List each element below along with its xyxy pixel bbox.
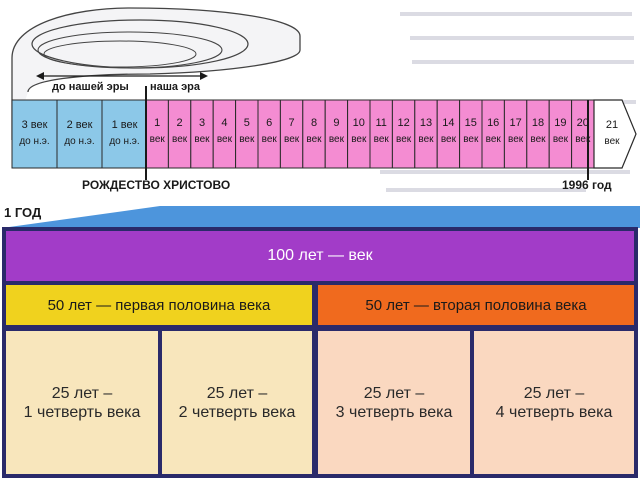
ad-century-number: 9 — [333, 117, 339, 129]
ad-century-number: 11 — [375, 117, 386, 129]
ad-century-word: век — [329, 134, 345, 145]
ad-century-number: 4 — [221, 117, 227, 129]
ad-century-number: 15 — [465, 117, 477, 129]
quarter-3-years: 25 лет – — [363, 384, 425, 402]
one-year-label: 1 ГОД — [4, 205, 42, 220]
era-ad-label: наша эра — [150, 81, 201, 93]
first-half-block: 50 лет — первая половина века — [6, 285, 312, 325]
future-century-arrow — [593, 99, 637, 169]
ad-century-word: век — [396, 134, 412, 145]
future-century-word: век — [604, 136, 620, 147]
ad-century-word: век — [463, 134, 479, 145]
ad-century-word: век — [194, 134, 210, 145]
ad-century-number: 13 — [420, 117, 432, 129]
ad-century-word: век — [575, 134, 591, 145]
bc-century-label: 1 век — [112, 119, 138, 131]
quarter-block-1: 25 лет –1 четверть века — [6, 331, 158, 474]
bc-century-sub: до н.э. — [109, 136, 139, 147]
ad-century-number: 8 — [311, 117, 317, 129]
quarter-4-label: 4 четверть века — [495, 403, 613, 421]
quarter-block-2: 25 лет –2 четверть века — [162, 331, 312, 474]
ad-century-word: век — [553, 134, 569, 145]
ad-century-number: 18 — [532, 117, 544, 129]
quarter-4-years: 25 лет – — [523, 384, 585, 402]
bc-century-cell — [101, 99, 148, 169]
ad-century-word: век — [486, 134, 502, 145]
bc-century-sub: до н.э. — [19, 136, 49, 147]
quarter-2-years: 25 лет – — [206, 384, 268, 402]
future-century-number: 21 — [606, 119, 618, 131]
ad-century-word: век — [374, 134, 390, 145]
bc-century-cell — [56, 99, 103, 169]
ad-century-number: 5 — [244, 117, 250, 129]
ad-century-number: 20 — [577, 117, 589, 129]
quarter-1-label: 1 четверть века — [23, 403, 141, 421]
quarter-3-label: 3 четверть века — [335, 403, 453, 421]
ad-century-word: век — [441, 134, 457, 145]
tape-roll — [11, 7, 301, 140]
ad-century-word: век — [351, 134, 367, 145]
era-bc-label: до нашей эры — [52, 81, 129, 93]
era-arrows — [36, 72, 208, 80]
century-block-label: 100 лет — век — [267, 247, 373, 264]
ad-century-number: 6 — [266, 117, 272, 129]
ad-century-number: 14 — [442, 117, 454, 129]
ad-century-word: век — [418, 134, 434, 145]
ad-century-number: 3 — [199, 117, 205, 129]
year-1996-label: 1996 год — [562, 178, 612, 192]
ad-century-word: век — [239, 134, 255, 145]
quarter-2-label: 2 четверть века — [178, 403, 296, 421]
ad-century-word: век — [150, 134, 166, 145]
ad-century-number: 19 — [554, 117, 566, 129]
ad-century-number: 1 — [154, 117, 160, 129]
ad-century-word: век — [508, 134, 524, 145]
century-block: 100 лет — век — [6, 231, 634, 281]
quarter-block-3: 25 лет –3 четверть века — [318, 331, 470, 474]
ad-century-word: век — [530, 134, 546, 145]
bc-century-cell — [11, 99, 58, 169]
ad-century-number: 2 — [177, 117, 183, 129]
quarter-1-years: 25 лет – — [51, 384, 113, 402]
century-breakdown: 100 лет — век 50 лет — первая половина в… — [2, 227, 638, 478]
nativity-label: РОЖДЕСТВО ХРИСТОВО — [82, 178, 230, 192]
tape-cells: 3 век до н.э. 2 век до н.э. 1 век до н.э. 1 век… — [11, 99, 637, 169]
ad-century-word: век — [217, 134, 233, 145]
quarter-block-4: 25 лет –4 четверть века — [474, 331, 634, 474]
ad-century-word: век — [172, 134, 188, 145]
ad-century-number: 16 — [487, 117, 499, 129]
projection-wedge — [2, 206, 640, 228]
bc-century-label: 2 век — [67, 119, 93, 131]
bc-century-sub: до н.э. — [64, 136, 94, 147]
bc-century-label: 3 век — [22, 119, 48, 131]
ad-century-number: 7 — [289, 117, 295, 129]
second-half-block: 50 лет — вторая половина века — [318, 285, 634, 325]
ad-century-number: 12 — [397, 117, 409, 129]
ad-century-word: век — [284, 134, 300, 145]
ad-century-number: 17 — [509, 117, 521, 129]
ad-century-number: 10 — [353, 117, 365, 129]
ad-century-word: век — [262, 134, 278, 145]
ad-century-word: век — [306, 134, 322, 145]
